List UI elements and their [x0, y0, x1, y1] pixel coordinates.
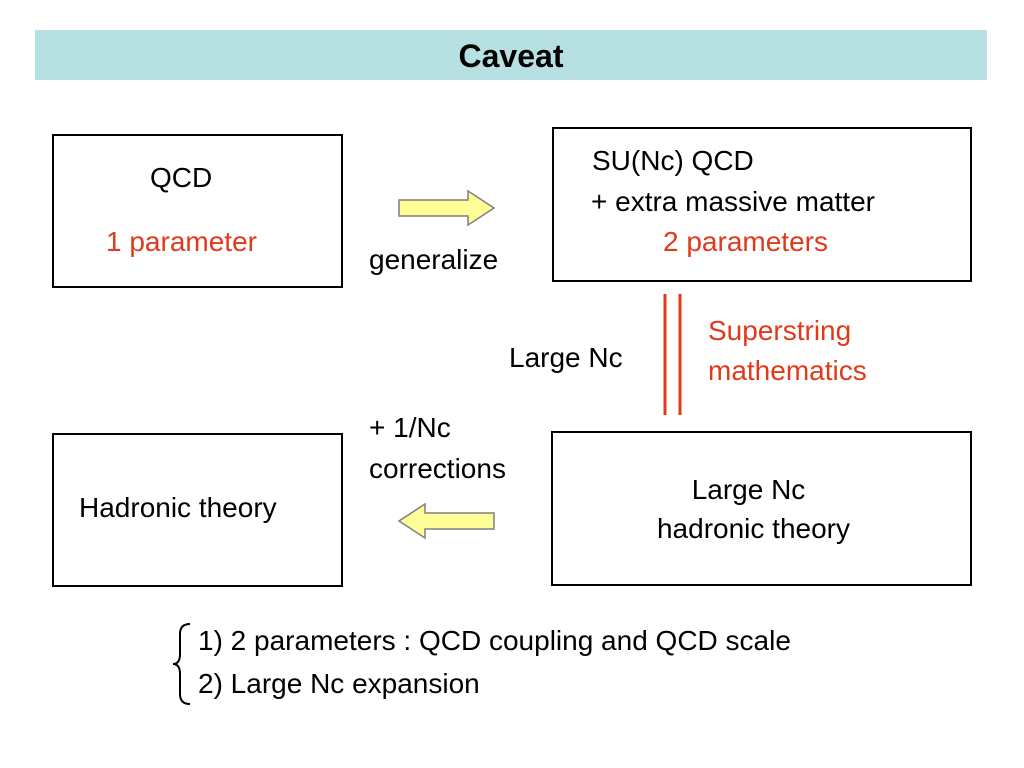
sun-qcd-box: [552, 127, 972, 282]
sun-parameter-count: 2 parameters: [663, 226, 828, 257]
extra-matter-label: + extra massive matter: [591, 186, 875, 217]
hadronic-theory-label: Hadronic theory: [79, 492, 277, 523]
note-item: 1) 2 parameters : QCD coupling and QCD s…: [198, 625, 791, 656]
title-bar: Caveat: [35, 30, 987, 80]
right-arrow-icon: [398, 189, 496, 227]
large-nc-link-label: Large Nc: [509, 342, 623, 373]
brace-icon: [172, 623, 191, 705]
superstring-label: Superstring: [708, 315, 852, 346]
hadronic-theory-box: [52, 433, 343, 587]
left-arrow-icon: [397, 502, 495, 540]
qcd-parameter-count: 1 parameter: [106, 226, 257, 257]
generalize-label: generalize: [369, 244, 499, 275]
note-item: 2) Large Nc expansion: [198, 668, 480, 699]
qcd-label: QCD: [150, 162, 213, 193]
slide-title: Caveat: [458, 38, 564, 74]
equivalence-lines: [663, 294, 682, 415]
large-nc-box-line1: Large Nc: [691, 474, 806, 505]
corrections-label-line1: + 1/Nc: [369, 412, 451, 443]
large-nc-hadronic-box: [551, 431, 972, 586]
mathematics-label: mathematics: [708, 355, 867, 386]
sun-qcd-label: SU(Nc) QCD: [592, 145, 754, 176]
corrections-label-line2: corrections: [369, 453, 506, 484]
large-nc-box-line2: hadronic theory: [656, 513, 850, 544]
qcd-box: [52, 134, 343, 288]
